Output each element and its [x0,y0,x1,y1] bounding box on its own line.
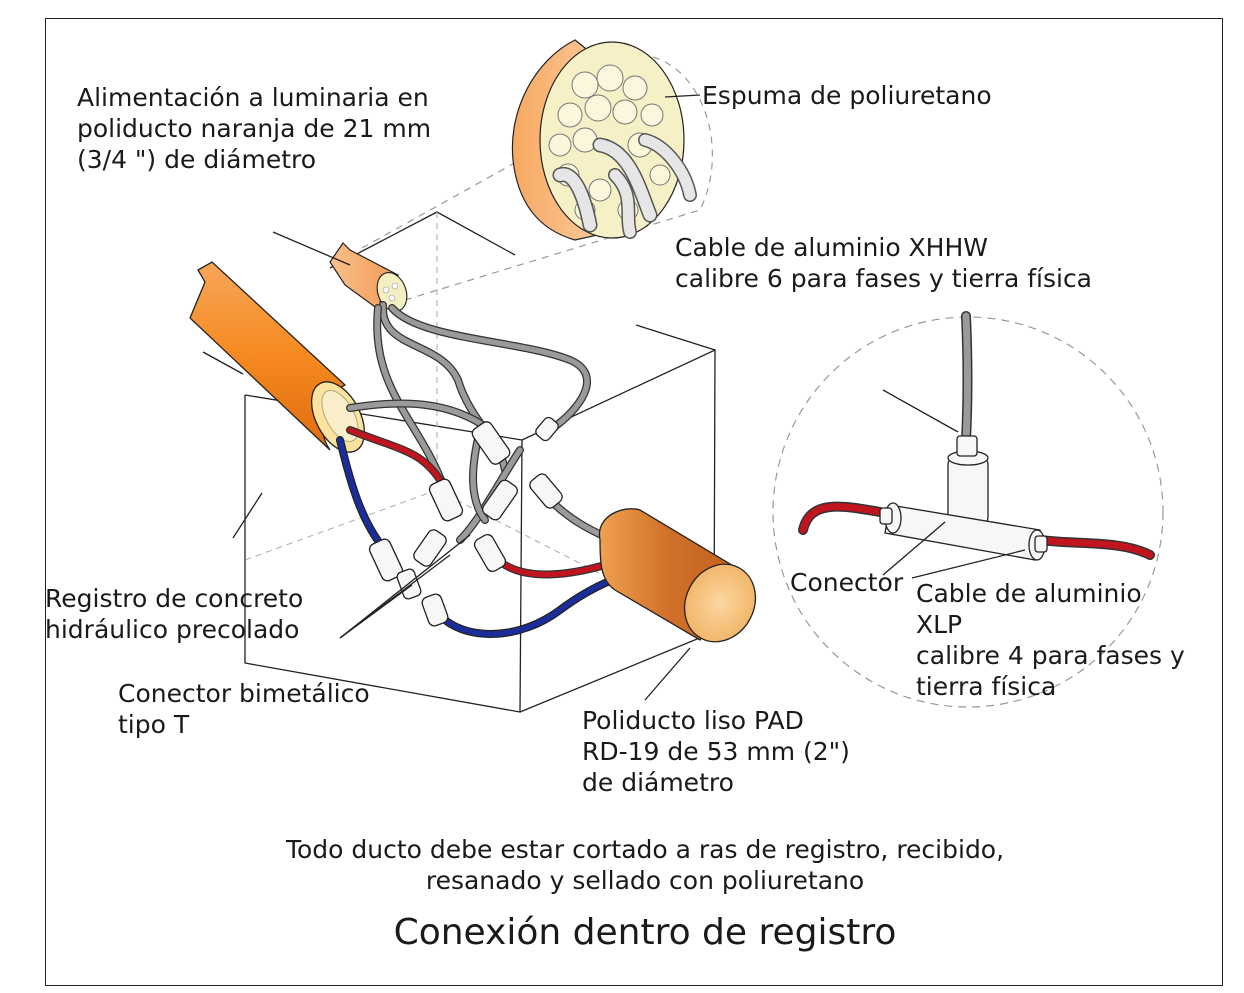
foam-detail-icon [511,39,697,241]
label-registro: Registro de concreto hidráulico precolad… [45,584,304,644]
gray-cables [346,301,616,544]
drawing-title: Conexión dentro de registro [393,912,897,953]
blue-cable [336,436,616,638]
luminaire-conduit [329,242,408,313]
leader-lines [232,94,1026,701]
label-cable-xlp: Cable de aluminio XLP calibre 4 para fas… [916,579,1185,701]
label-espuma: Espuma de poliuretano [702,81,992,110]
label-cable-xhhw: Cable de aluminio XHHW calibre 6 para fa… [675,233,1093,293]
label-poliducto-pad: Poliducto liso PAD RD-19 de 53 mm (2") d… [582,706,850,797]
note-text: Todo ducto debe estar cortado a ras de r… [285,835,1005,895]
t-connectors [368,416,563,627]
hidden-edges [244,212,715,633]
red-cable [346,426,609,579]
label-conector: Conector [790,568,904,597]
label-conector-t: Conector bimetálico tipo T [118,679,370,739]
detail-leader-lines [361,54,713,301]
drawing-frame [45,18,1223,986]
label-alimentacion: Alimentación a luminaria en poliducto na… [77,83,432,174]
pad-duct [598,508,757,643]
connector-detail-icon [772,311,1164,708]
